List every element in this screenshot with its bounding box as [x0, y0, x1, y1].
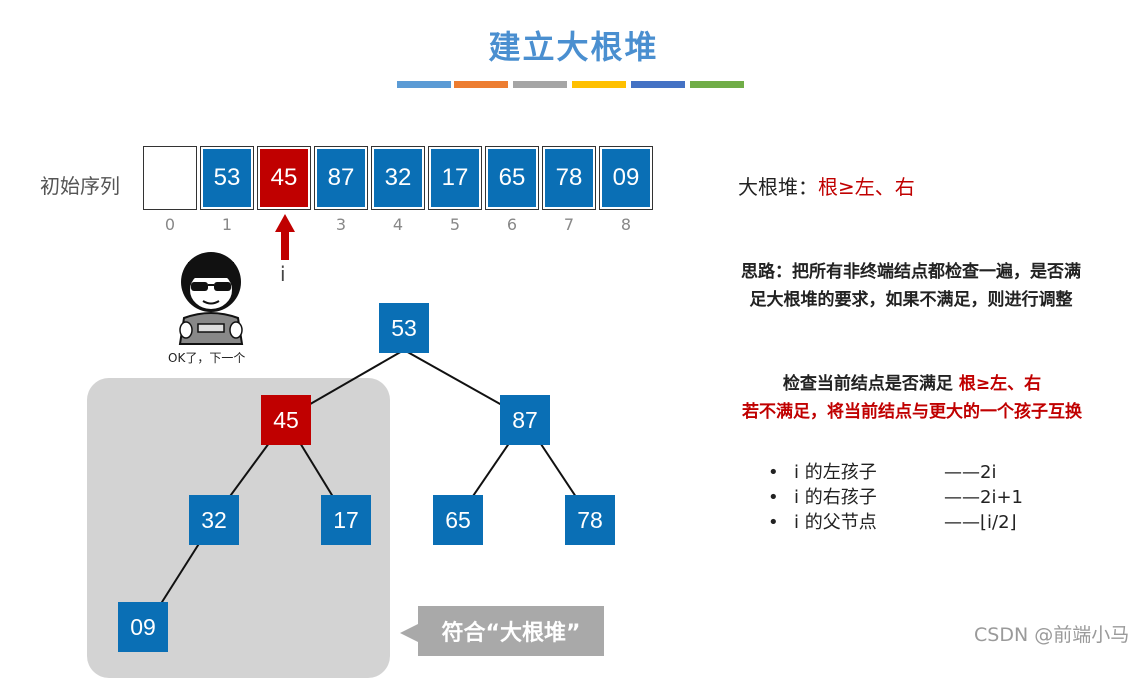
check-line-1: 检查当前结点是否满足 根≥左、右	[700, 370, 1124, 398]
array-cell-value: 87	[317, 149, 365, 207]
formula-term: i 的左孩子	[794, 462, 877, 483]
color-stripe-3	[513, 81, 567, 88]
array-cell-value: 53	[203, 149, 251, 207]
formula-left-child: • i 的左孩子 ——2i	[768, 458, 996, 484]
array-index-5: 5	[449, 215, 461, 234]
idea-text: 思路：把所有非终端结点都检查一遍，是否满 足大根堆的要求，如果不满足，则进行调整	[706, 258, 1116, 314]
tree-node-7: 09	[118, 602, 168, 652]
array-index-3: 3	[335, 215, 347, 234]
page-title: 建立大根堆	[488, 28, 659, 66]
bullet-icon: •	[768, 487, 779, 508]
array-index-1: 1	[221, 215, 233, 234]
array-index-7: 7	[563, 215, 575, 234]
idea-line-1: 思路：把所有非终端结点都检查一遍，是否满	[741, 262, 1081, 282]
array-index-0: 0	[164, 215, 176, 234]
heap-ok-callout: 符合“大根堆”	[418, 606, 604, 656]
pointer-arrow-icon	[275, 214, 295, 260]
array-cell-6: 65	[485, 146, 539, 210]
array-cell-5: 17	[428, 146, 482, 210]
heap-rule: 大根堆：根≥左、右	[738, 171, 915, 200]
formula-term: i 的右孩子	[794, 487, 877, 508]
array-cell-1: 53	[200, 146, 254, 210]
array-cell-7: 78	[542, 146, 596, 210]
meme-face-icon	[178, 252, 244, 345]
check-line-1-condition: 根≥左、右	[958, 374, 1042, 394]
tree-node-6: 78	[565, 495, 615, 545]
heap-rule-condition: 根≥左、右	[818, 175, 915, 199]
array-index-6: 6	[506, 215, 518, 234]
callout-pointer	[400, 624, 418, 642]
array-index-4: 4	[392, 215, 404, 234]
check-line-1-prefix: 检查当前结点是否满足	[782, 374, 959, 394]
color-stripe-6	[690, 81, 744, 88]
formula-parent: • i 的父节点 ——⌊i/2⌋	[768, 508, 1017, 534]
tree-node-3: 32	[189, 495, 239, 545]
array-cell-8: 09	[599, 146, 653, 210]
bullet-icon: •	[768, 462, 779, 483]
array-cell-value: 45	[260, 149, 308, 207]
tree-node-0: 53	[379, 303, 429, 353]
check-text: 检查当前结点是否满足 根≥左、右 若不满足，将当前结点与更大的一个孩子互换	[700, 370, 1124, 426]
heap-rule-prefix: 大根堆：	[738, 175, 818, 199]
array-cell-2: 45	[257, 146, 311, 210]
array-index-8: 8	[620, 215, 632, 234]
color-stripe-2	[454, 81, 508, 88]
watermark: CSDN @前端小马	[974, 624, 1130, 646]
formula-expr: ——⌊i/2⌋	[944, 512, 1017, 533]
pointer-label: i	[280, 262, 286, 286]
array-cell-value	[146, 149, 194, 207]
color-stripe-1	[397, 81, 451, 88]
array-cell-value: 09	[602, 149, 650, 207]
formula-expr: ——2i+1	[944, 487, 1023, 508]
array-cell-value: 32	[374, 149, 422, 207]
check-line-2: 若不满足，将当前结点与更大的一个孩子互换	[742, 402, 1082, 422]
array-cell-value: 78	[545, 149, 593, 207]
tree-node-5: 65	[433, 495, 483, 545]
array-cell-4: 32	[371, 146, 425, 210]
idea-line-2: 足大根堆的要求，如果不满足，则进行调整	[749, 290, 1073, 310]
tree-node-2: 87	[500, 395, 550, 445]
formula-right-child: • i 的右孩子 ——2i+1	[768, 483, 1023, 509]
formula-expr: ——2i	[944, 462, 997, 483]
tree-node-4: 17	[321, 495, 371, 545]
formula-term: i 的父节点	[794, 512, 877, 533]
sequence-label: 初始序列	[40, 174, 120, 198]
color-stripe-4	[572, 81, 626, 88]
tree-node-1: 45	[261, 395, 311, 445]
color-stripe-5	[631, 81, 685, 88]
array-cell-0	[143, 146, 197, 210]
bullet-icon: •	[768, 512, 779, 533]
array-cell-value: 65	[488, 149, 536, 207]
array-cell-value: 17	[431, 149, 479, 207]
array-cell-3: 87	[314, 146, 368, 210]
meme-caption: OK了，下一个	[168, 351, 246, 365]
